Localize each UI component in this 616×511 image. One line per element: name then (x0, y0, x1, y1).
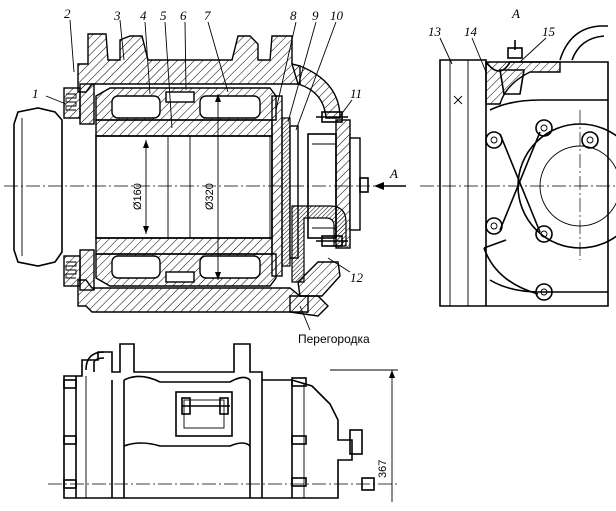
shaft-end (13, 107, 63, 267)
label-3: 3 (113, 8, 121, 23)
label-12: 12 (350, 270, 364, 285)
main-section-view (4, 19, 406, 331)
label-5: 5 (160, 8, 167, 23)
elbow-housing (290, 63, 341, 119)
label-4: 4 (140, 8, 147, 23)
label-8: 8 (290, 8, 297, 23)
label-6: 6 (180, 8, 187, 23)
view-a: A (420, 6, 616, 307)
label-11: 11 (350, 86, 362, 101)
hub-bottom (95, 237, 273, 255)
bracket (485, 61, 561, 105)
housing-top (77, 33, 301, 93)
label-1: 1 (32, 86, 39, 101)
seal-bottom (63, 255, 81, 287)
exterior-body (63, 343, 353, 499)
view-a-title: A (511, 6, 520, 21)
section-arrow (374, 182, 384, 190)
seal-top (63, 87, 81, 119)
section-arrow-label: A (389, 166, 398, 181)
label-10: 10 (330, 8, 344, 23)
view-a-frame (439, 59, 487, 307)
exterior-view (48, 343, 400, 502)
label-7: 7 (204, 8, 211, 23)
partition-plate (281, 117, 291, 267)
label-15: 15 (542, 24, 556, 39)
label-2: 2 (64, 6, 71, 21)
dim-height: 367 (377, 460, 389, 478)
hub-top (95, 119, 273, 137)
oil-channel (291, 205, 347, 283)
label-9: 9 (312, 8, 319, 23)
dim-outer-diameter: Ø320 (204, 183, 216, 210)
label-13: 13 (428, 24, 442, 39)
partition-caption: Перегородка (298, 332, 370, 346)
dim-inner-diameter: Ø160 (132, 183, 144, 210)
label-14: 14 (464, 24, 478, 39)
